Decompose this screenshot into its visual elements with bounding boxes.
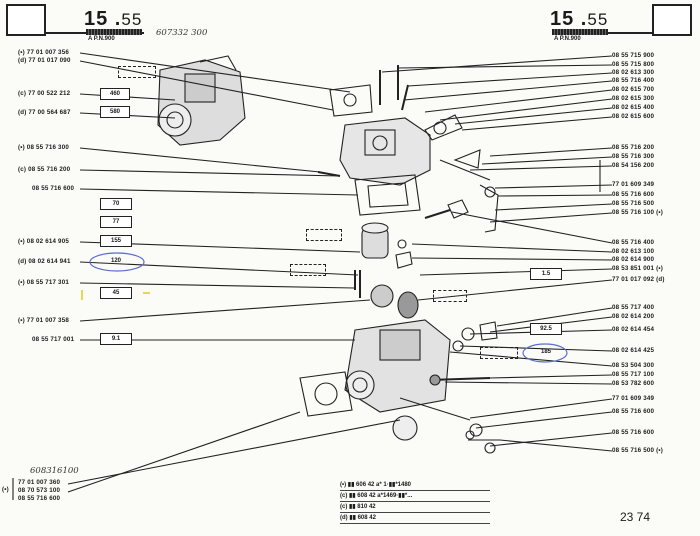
part-label-right-14: 08 55 716 500 [612, 200, 655, 207]
spec-box-left-3: 70 [100, 198, 132, 210]
part-label-right-17: 08 02 613 100 [612, 248, 655, 255]
part-label-left-12: 08 55 717 001 [32, 336, 75, 343]
part-label-right-3: 08 02 613 300 [612, 69, 655, 76]
legend-row-2: (c) ▮▮ 608 42 a*1469·▮▮*... [340, 491, 490, 502]
page-number-left: 15 .55 [84, 8, 143, 30]
part-label-left-8: (•) 08 02 614 905 [18, 238, 69, 245]
part-label-left-1: (•) 77 01 007 356 [18, 49, 69, 56]
part-label-right-25: 08 53 504 300 [612, 362, 655, 369]
dashed-box-3 [290, 264, 326, 276]
spec-box-left-1: 460 [100, 88, 130, 100]
legend-row-3: (c) ▮▮ 810 42 [340, 502, 490, 513]
carburetor-thumbnail-left [6, 4, 46, 36]
part-label-right-9: 08 55 716 200 [612, 144, 655, 151]
spec-box-left-4: 77 [100, 216, 132, 228]
part-label-right-29: 08 55 716 600 [612, 408, 655, 415]
spec-box-left-6: 120 [110, 258, 121, 264]
barcode-right [552, 29, 608, 35]
part-label-right-6: 08 02 615 300 [612, 95, 655, 102]
part-label-right-18: 08 02 614 900 [612, 256, 655, 263]
part-label-right-8: 08 02 615 600 [612, 113, 655, 120]
part-label-right-27: 08 53 782 600 [612, 380, 655, 387]
part-label-right-28: 77 01 609 349 [612, 395, 655, 402]
bottom-label-2: 08 70 573 100 [18, 487, 61, 494]
model-legend: (•) ▮▮ 606 42 a* 1·▮▮*1480 (c) ▮▮ 608 42… [340, 480, 490, 524]
page-number-right: 15 .55 [550, 8, 609, 30]
part-label-right-23: 08 02 614 454 [612, 326, 655, 333]
part-label-left-11: (•) 77 01 007 358 [18, 317, 69, 324]
spec-box-left-2: 580 [100, 106, 130, 118]
part-label-right-13: 08 55 716 600 [612, 191, 655, 198]
part-label-right-12: 77 01 609 349 [612, 181, 655, 188]
caption-right: A P.N.900 [554, 36, 581, 42]
part-label-left-4: (d) 77 00 564 687 [18, 109, 71, 116]
part-label-right-1: 08 55 715 900 [612, 52, 655, 59]
part-label-left-3: (c) 77 00 522 212 [18, 90, 71, 97]
bottom-label-1: 77 01 007 360 [18, 479, 61, 486]
part-label-right-16: 08 55 716 400 [612, 239, 655, 246]
caption-left: A P.N.900 [88, 36, 115, 42]
part-label-right-19: 08 53 851 001 (•) [612, 265, 663, 272]
spec-box-left-7: 45 [100, 287, 132, 299]
part-label-left-6: (c) 08 55 716 200 [18, 166, 71, 173]
dashed-box-4 [433, 290, 467, 302]
part-label-right-21: 08 55 717 400 [612, 304, 655, 311]
page-footer-number: 23 74 [620, 510, 651, 524]
part-label-right-24: 08 02 614 425 [612, 347, 655, 354]
handwritten-number-top: 607332 300 [156, 28, 208, 38]
part-label-right-7: 08 02 615 400 [612, 104, 655, 111]
bracket-tag-bottom: (•) [2, 486, 9, 493]
part-label-right-11: 08 54 156 200 [612, 162, 655, 169]
part-label-right-5: 08 02 615 700 [612, 86, 655, 93]
part-label-right-4: 08 55 716 400 [612, 77, 655, 84]
part-label-left-5: (•) 08 55 716 300 [18, 144, 69, 151]
part-label-right-20: 77 01 017 092 (d) [612, 276, 665, 283]
spec-box-left-8: 9.1 [100, 333, 132, 345]
part-label-left-9: (d) 08 02 614 941 [18, 258, 71, 265]
handwritten-number-bottom: 608316100 [30, 466, 79, 476]
spec-box-right-1: 1.5 [530, 268, 562, 280]
dashed-box-1 [118, 66, 156, 78]
part-label-right-10: 08 55 716 300 [612, 153, 655, 160]
part-label-right-26: 08 55 717 100 [612, 371, 655, 378]
part-label-left-2: (d) 77 01 017 090 [18, 57, 71, 64]
part-label-right-15: 08 55 716 100 (•) [612, 209, 663, 216]
part-label-right-2: 08 55 715 800 [612, 61, 655, 68]
carburetor-thumbnail-right [652, 4, 692, 36]
spec-box-left-5: 155 [100, 235, 132, 247]
barcode-left [86, 29, 142, 35]
part-label-right-30: 08 55 716 600 [612, 429, 655, 436]
dashed-box-5 [480, 347, 518, 359]
part-label-left-7: 08 55 716 600 [32, 185, 75, 192]
legend-row-1: (•) ▮▮ 606 42 a* 1·▮▮*1480 [340, 480, 490, 491]
spec-box-right-2: 92.5 [530, 323, 562, 335]
legend-row-4: (d) ▮▮ 608 42 [340, 513, 490, 524]
bottom-label-3: 08 55 716 600 [18, 495, 61, 502]
part-label-right-31: 08 55 716 500 (•) [612, 447, 663, 454]
spec-box-right-3: 185 [540, 349, 551, 355]
part-label-left-10: (•) 08 55 717 301 [18, 279, 69, 286]
dashed-box-2 [306, 229, 342, 241]
part-label-right-22: 08 02 614 200 [612, 313, 655, 320]
